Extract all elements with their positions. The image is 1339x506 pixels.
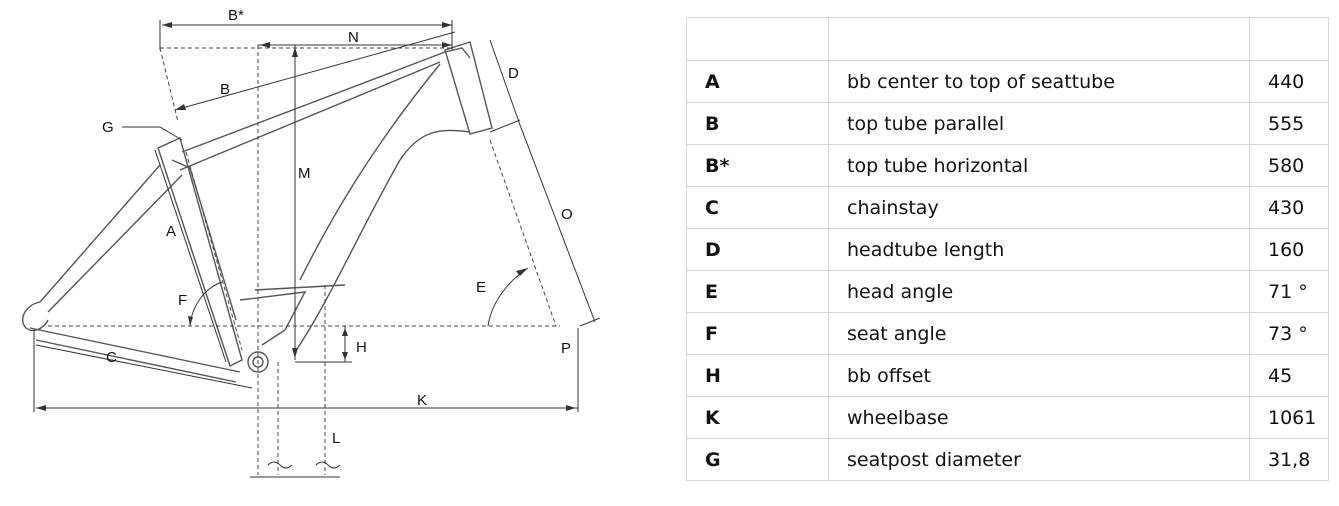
row-code: H [686, 354, 829, 397]
row-name: seatpost diameter [828, 438, 1250, 481]
row-code: G [686, 438, 829, 481]
row-name: head angle [828, 270, 1250, 313]
label-f: F [178, 292, 187, 309]
label-k: K [417, 392, 427, 409]
table-header-row [686, 17, 1329, 61]
row-code: B [686, 102, 829, 145]
row-code: B* [686, 144, 829, 187]
row-value: 160 [1249, 228, 1329, 271]
label-p: P [561, 340, 571, 357]
row-code: C [686, 186, 829, 229]
row-name: chainstay [828, 186, 1250, 229]
label-d: D [508, 65, 519, 82]
row-name: bb center to top of seattube [828, 60, 1250, 103]
row-code: E [686, 270, 829, 313]
row-name: wheelbase [828, 396, 1250, 439]
row-name: bb offset [828, 354, 1250, 397]
header-cell-code [686, 17, 829, 61]
row-name: seat angle [828, 312, 1250, 355]
row-value: 440 [1249, 60, 1329, 103]
header-cell-value [1249, 17, 1329, 61]
row-value: 71 ° [1249, 270, 1329, 313]
construction-lines [48, 45, 560, 475]
label-o: O [561, 206, 573, 223]
dimension-lines [33, 20, 601, 478]
row-value: 430 [1249, 186, 1329, 229]
row-code: K [686, 396, 829, 439]
row-value: 45 [1249, 354, 1329, 397]
row-value: 580 [1249, 144, 1329, 187]
label-g: G [102, 119, 114, 136]
label-a: A [166, 223, 176, 240]
row-value: 1061 [1249, 396, 1329, 439]
label-n: N [348, 29, 359, 46]
row-value: 31,8 [1249, 438, 1329, 481]
row-value: 73 ° [1249, 312, 1329, 355]
label-e: E [476, 279, 486, 296]
label-m: M [298, 165, 311, 182]
dimension-labels: B* N D B G M A O E F H P C K L [102, 7, 573, 447]
row-name: top tube horizontal [828, 144, 1250, 187]
row-value: 555 [1249, 102, 1329, 145]
header-cell-name [828, 17, 1250, 61]
bike-frame-outline [22, 41, 493, 383]
label-b-star: B* [228, 7, 244, 24]
label-b: B [220, 81, 230, 98]
row-code: A [686, 60, 829, 103]
label-l: L [332, 430, 340, 447]
label-c: C [106, 349, 117, 366]
frame-geometry-diagram: B* N D B G M A O E F H P C K L [22, 7, 601, 478]
row-name: top tube parallel [828, 102, 1250, 145]
row-name: headtube length [828, 228, 1250, 271]
row-code: D [686, 228, 829, 271]
row-code: F [686, 312, 829, 355]
label-h: H [356, 339, 367, 356]
